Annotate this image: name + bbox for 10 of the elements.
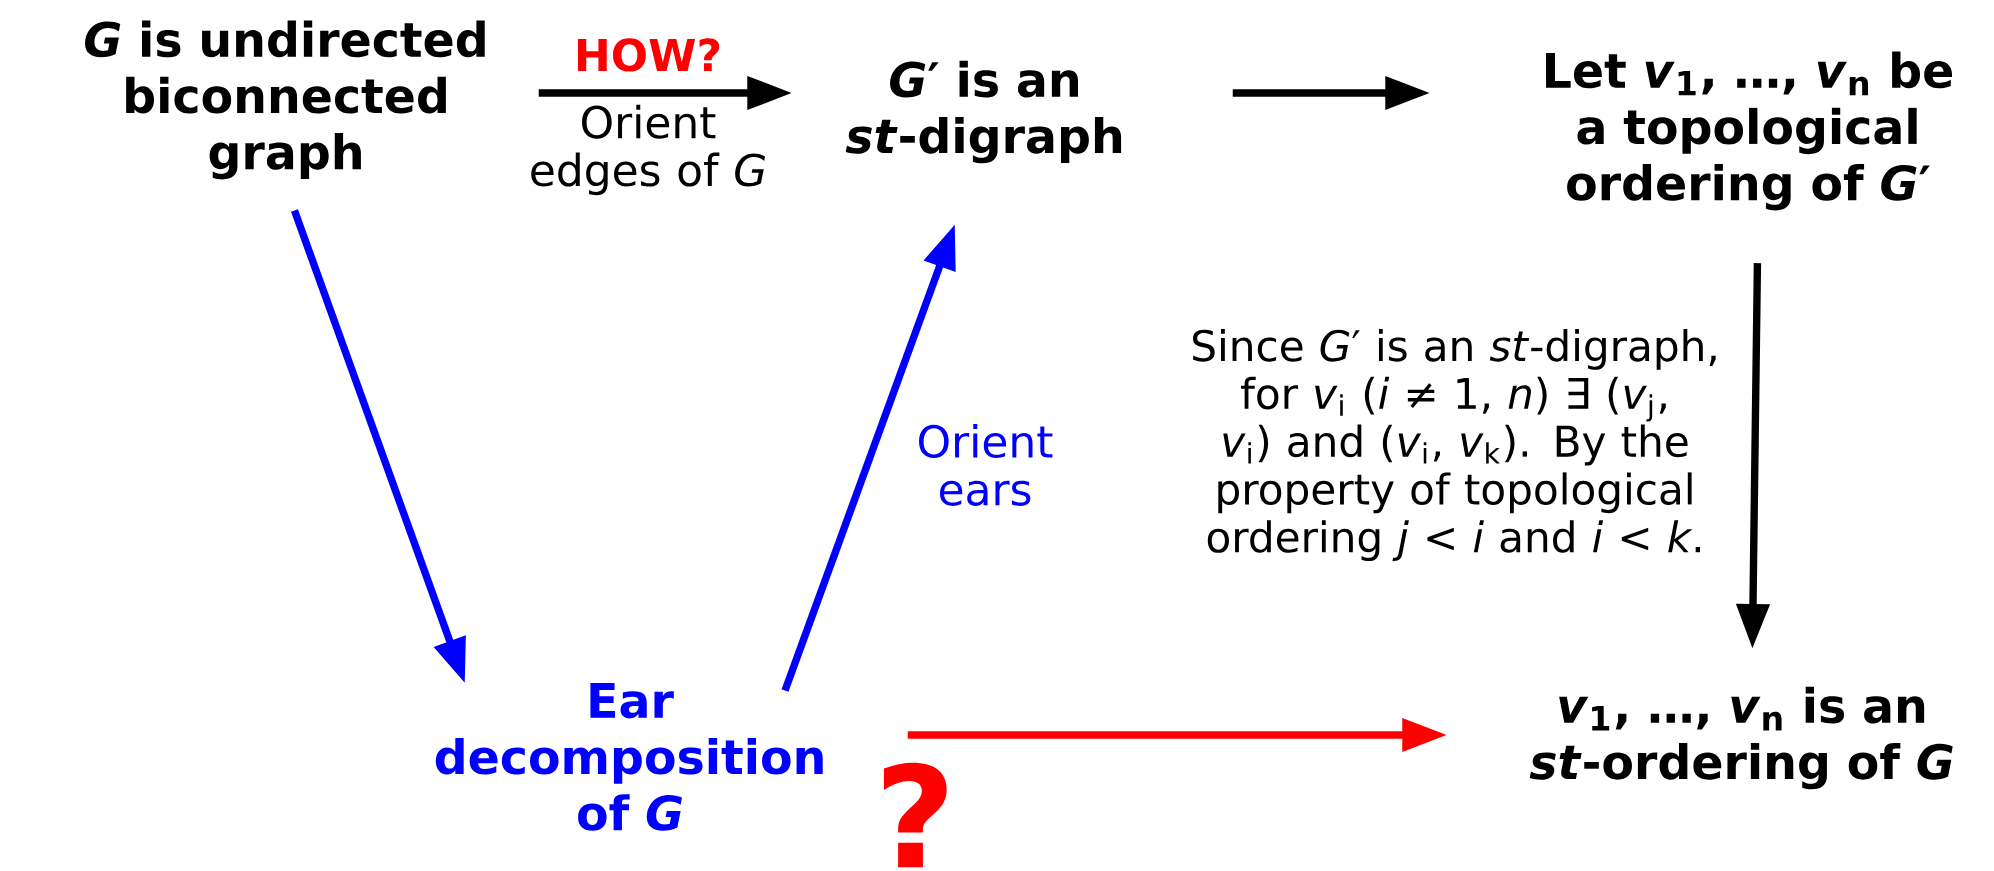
edge-label: HOW? [578, 38, 720, 72]
edge-label: ? [883, 762, 947, 868]
node-text: v$_{1}$, …, v$_{n}$ is an st-ordering of G [1529, 686, 1953, 790]
note-text: Orient edges of G [531, 104, 765, 196]
edge-label: Orient ears [919, 424, 1053, 506]
node-text: Ear decomposition of G [435, 683, 823, 831]
edge-label: Since G′ is an st-digraph, for v$_{i}$ (i ≠ 1, n) ∃ (v$_{j}$, v$_{i}$) and (v$_{i}$, v$_{k}$). By the property of topological ordering j < i and i < k. [1193, 329, 1716, 561]
node-text: G is undirected biconnected graph [85, 20, 485, 180]
node-text: G′ is an st-digraph [845, 60, 1122, 164]
node-text: Let v$_{1}$, …, v$_{n}$ be a topological ordering of G′ [1546, 51, 1952, 211]
